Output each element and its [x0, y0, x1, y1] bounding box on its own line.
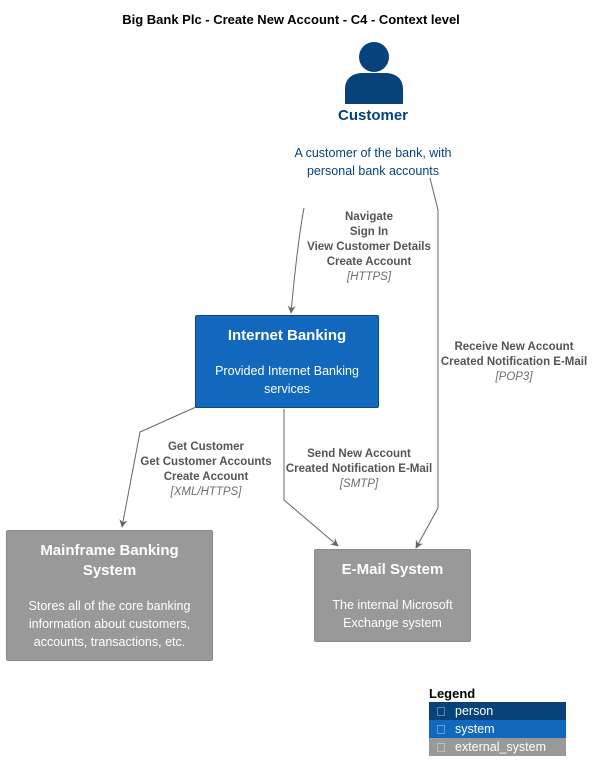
relationship-label-line: Send New Account	[307, 448, 411, 460]
system-description-line: information about customers,	[28, 617, 191, 631]
relationship-label-line: Created Notification E-Mail	[440, 356, 588, 368]
relationship-label-line: Sign In	[349, 226, 389, 238]
system-mainframe-banking[interactable]: Mainframe Banking System Stores all of t…	[6, 530, 213, 661]
system-description-line: accounts, transactions, etc.	[33, 635, 186, 649]
legend-swatch	[437, 707, 445, 716]
person-customer-name[interactable]: Customer	[337, 107, 408, 124]
person-description-line: A customer of the bank, with	[294, 146, 452, 160]
person-customer-description: A customer of the bank, with personal ba…	[268, 144, 478, 180]
edge-customer-to-internet-banking	[287, 207, 305, 314]
diagram-title: Big Bank Plc - Create New Account - C4 -…	[122, 12, 460, 27]
system-description-line: Provided Internet Banking	[215, 364, 359, 378]
relationship-label-line: Get Customer	[167, 441, 245, 453]
relationship-technology: [SMTP]	[339, 478, 379, 490]
edge-email-to-customer	[415, 177, 439, 549]
relationship-label-internet-banking-to-email: Send New Account Created Notification E-…	[280, 447, 438, 492]
person-description-line: personal bank accounts	[306, 164, 440, 178]
relationship-label-customer-to-internet-banking: Navigate Sign In View Customer Details C…	[298, 210, 440, 285]
relationship-technology: [XML/HTTPS]	[170, 486, 242, 498]
relationship-label-line: Navigate	[345, 211, 393, 223]
legend-swatch	[437, 743, 445, 752]
system-name: Internet Banking	[227, 327, 347, 344]
system-name: E-Mail System	[341, 561, 444, 578]
system-name-line: System	[82, 562, 137, 579]
relationship-label-line: Created Notification E-Mail	[285, 463, 433, 475]
relationship-label-line: Receive New Account	[454, 341, 574, 353]
relationship-label-line: Get Customer Accounts	[140, 456, 272, 468]
legend-title: Legend	[429, 686, 476, 701]
relationship-label-line: Create Account	[326, 256, 412, 268]
system-description-line: Stores all of the core banking	[28, 599, 191, 613]
legend-item-system: system	[429, 720, 566, 738]
system-name-line: Mainframe Banking	[40, 542, 179, 559]
person-icon	[345, 42, 403, 104]
relationship-technology: [POP3]	[495, 371, 533, 383]
relationship-technology: [HTTPS]	[346, 271, 392, 283]
system-description-line: The internal Microsoft	[332, 598, 453, 612]
relationship-label-line: View Customer Details	[307, 241, 431, 253]
legend-item-label: external_system	[455, 740, 547, 754]
relationship-label-email-to-customer: Receive New Account Created Notification…	[436, 340, 592, 385]
edge-internet-banking-to-mainframe	[119, 406, 197, 528]
edge-internet-banking-to-email	[283, 409, 339, 547]
system-internet-banking[interactable]: Internet Banking Provided Internet Banki…	[195, 315, 379, 408]
system-description-line: Exchange system	[343, 616, 442, 630]
system-description-line: services	[264, 382, 310, 396]
legend-item-external-system: external_system	[429, 738, 566, 756]
system-email[interactable]: E-Mail System The internal Microsoft Exc…	[314, 549, 471, 642]
relationship-label-internet-banking-to-mainframe: Get Customer Get Customer Accounts Creat…	[132, 440, 280, 500]
legend: Legend person system external_system	[429, 686, 566, 756]
legend-item-label: system	[455, 722, 495, 736]
relationship-label-line: Create Account	[163, 471, 249, 483]
legend-item-person: person	[429, 702, 566, 720]
legend-item-label: person	[455, 704, 494, 718]
legend-swatch	[437, 725, 445, 734]
